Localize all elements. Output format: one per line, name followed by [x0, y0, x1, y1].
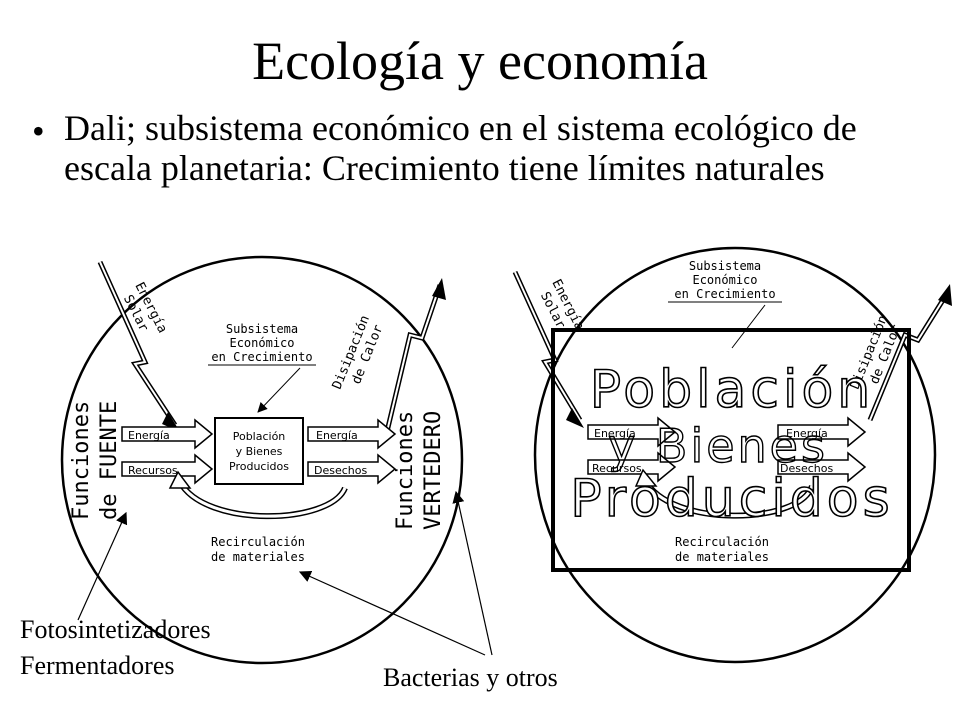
svg-text:Subsistema: Subsistema [689, 259, 761, 273]
svg-text:Recursos: Recursos [592, 462, 642, 475]
right-recirculation-label: Recirculación de materiales [675, 535, 769, 564]
pointer-to-sink-functions [452, 490, 493, 656]
svg-text:Funciones: Funciones [393, 411, 418, 530]
svg-text:Funciones: Funciones [69, 401, 94, 520]
right-energy-out-arrow: Energía [777, 416, 867, 448]
left-recirculation-arrow [168, 470, 348, 520]
svg-text:y Bienes: y Bienes [236, 445, 283, 458]
svg-text:Energía: Energía [316, 429, 358, 442]
left-resources-arrow: Recursos [121, 453, 214, 485]
note-photosynthesizers: Fotosintetizadores [20, 615, 211, 644]
annotation-pointers [77, 490, 493, 656]
svg-text:Económico: Económico [229, 336, 294, 350]
svg-text:Recirculación: Recirculación [211, 535, 305, 549]
svg-text:VERTEDERO: VERTEDERO [421, 411, 446, 530]
svg-text:Población: Población [590, 360, 874, 420]
left-waste-arrow: Desechos [307, 453, 397, 485]
right-diagram: Subsistema Económico en Crecimiento Ener… [512, 246, 952, 664]
bullet-text: Dali; subsistema económico en el sistema… [64, 108, 857, 188]
right-big-label: Población y Bienes Producidos [569, 359, 893, 530]
slide-title: Ecología y economía [252, 31, 708, 91]
svg-text:de materiales: de materiales [675, 550, 769, 564]
right-recirculation-arrow [634, 468, 815, 519]
right-waste-arrow: Desechos [777, 451, 867, 483]
left-sink-functions-label: Funciones VERTEDERO [393, 411, 446, 530]
svg-text:Desechos: Desechos [780, 462, 833, 475]
left-recirculation-label: Recirculación de materiales [211, 535, 305, 564]
svg-text:Energía: Energía [128, 429, 170, 442]
svg-text:Población: Población [233, 430, 286, 443]
svg-text:en Crecimiento: en Crecimiento [211, 350, 312, 364]
svg-text:Energía: Energía [594, 427, 636, 440]
left-energy-in-arrow: Energía [121, 418, 214, 450]
left-population-box: Población y Bienes Producidos [214, 417, 304, 485]
bullet-dot: • [32, 111, 45, 151]
right-resources-arrow: Recursos [587, 451, 677, 483]
right-large-subsystem-box [551, 328, 911, 572]
svg-text:Producidos: Producidos [229, 460, 289, 473]
svg-text:Energía: Energía [786, 427, 828, 440]
svg-text:Recursos: Recursos [128, 464, 178, 477]
svg-text:en Crecimiento: en Crecimiento [674, 287, 775, 301]
svg-text:de materiales: de materiales [211, 550, 305, 564]
left-energy-out-arrow: Energía [307, 418, 397, 450]
pointer-to-source-functions [77, 511, 128, 621]
left-diagram: Energía Solar Disipación de Calor Subsis… [60, 255, 464, 665]
svg-text:Subsistema: Subsistema [226, 322, 298, 336]
svg-text:de FUENTE: de FUENTE [97, 401, 122, 520]
right-ecosystem-circle [533, 246, 937, 664]
svg-text:Desechos: Desechos [314, 464, 367, 477]
left-ecosystem-circle [60, 255, 464, 665]
left-heat-label: Disipación de Calor [330, 313, 387, 391]
left-subsystem-label: Subsistema Económico en Crecimiento [208, 322, 316, 413]
svg-text:Recirculación: Recirculación [675, 535, 769, 549]
left-source-functions-label: Funciones de FUENTE [69, 401, 122, 520]
svg-text:Económico: Económico [692, 273, 757, 287]
pointer-to-recirculation [298, 570, 486, 656]
right-subsystem-label: Subsistema Económico en Crecimiento [668, 259, 782, 349]
right-energy-in-arrow: Energía [587, 416, 677, 448]
note-bacteria: Bacterias y otros [383, 663, 558, 692]
svg-text:Producidos: Producidos [570, 469, 893, 529]
note-fermenters: Fermentadores [20, 651, 175, 680]
svg-text:y Bienes: y Bienes [608, 419, 828, 473]
